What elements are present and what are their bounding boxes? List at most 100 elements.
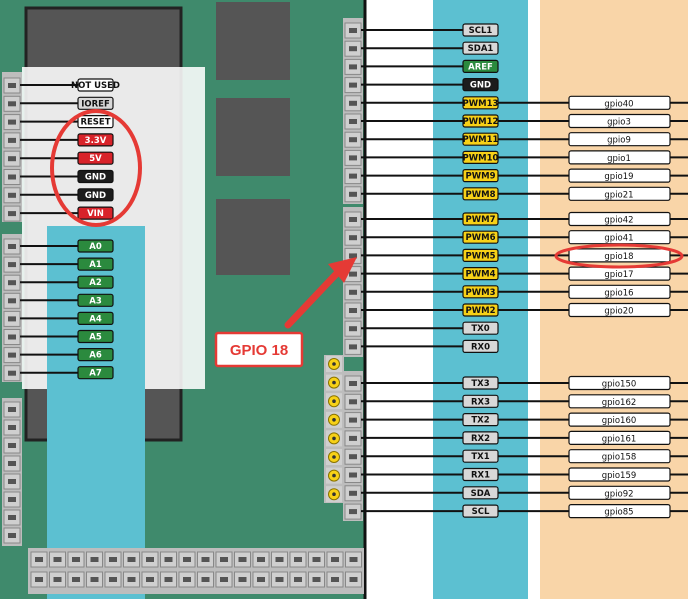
gpio-label: gpio85	[568, 504, 671, 519]
gpio-label: gpio160	[568, 412, 671, 427]
bottom-header-pin	[308, 551, 325, 568]
via-pad	[326, 411, 342, 428]
right-header-pin	[344, 338, 362, 355]
bottom-header-pin	[234, 571, 251, 588]
pin-hole	[349, 46, 357, 52]
pin-label-text: PWM3	[466, 288, 496, 298]
right-header-pin	[344, 113, 362, 130]
gpio-label: gpio21	[568, 186, 671, 201]
right-header-pin	[344, 186, 362, 203]
pin-label-box	[77, 169, 114, 184]
right-header-pin	[344, 149, 362, 166]
pin-hole	[349, 417, 357, 423]
pin-label-text: SCL1	[469, 26, 493, 36]
callout-box	[214, 331, 304, 368]
pin-hole	[72, 577, 80, 582]
gpio-label: gpio150	[568, 375, 671, 391]
gpio18-highlight-ellipse	[554, 243, 684, 269]
pin-label: TX1	[462, 449, 499, 463]
right-header-pin	[344, 375, 362, 392]
left-analog-pin	[3, 292, 21, 309]
pin-hole	[257, 577, 265, 582]
pin-hole	[238, 557, 247, 562]
column-white-2	[528, 0, 540, 599]
pin-label-text: PWM4	[466, 270, 496, 280]
pin-label-text: GND	[470, 81, 491, 91]
right-header-pin	[344, 229, 362, 246]
right-header-pin	[344, 393, 362, 410]
pin-label-box	[462, 59, 499, 74]
left-analog-pin	[3, 365, 21, 382]
pin-hole	[8, 156, 16, 162]
right-header-pin	[344, 320, 362, 337]
pin-label-text: PWM7	[466, 215, 496, 225]
pin-hole	[109, 557, 117, 562]
via-pad-hole	[332, 362, 336, 366]
gpio-label-text: gpio17	[604, 270, 633, 280]
pin-label: RX0	[462, 339, 499, 353]
bottom-header-pin	[234, 551, 251, 568]
pin-label-text: TX1	[471, 452, 489, 462]
via-pad-hole	[332, 436, 336, 441]
pin-label-text: A7	[89, 369, 102, 379]
right-header-pin	[344, 22, 362, 39]
pin-hole	[349, 253, 357, 259]
bottom-header-pin	[215, 571, 233, 588]
bottom-header-pin	[86, 551, 103, 568]
left-power-pin	[3, 150, 21, 167]
pin-label-text: GND	[85, 191, 106, 201]
pin-hole	[349, 509, 357, 515]
gpio-label-text: gpio21	[604, 190, 633, 200]
pin-hole	[8, 425, 16, 430]
pin-hole	[349, 119, 357, 124]
pin-hole	[8, 298, 16, 304]
pin-hole	[127, 557, 136, 562]
pin-hole	[8, 101, 16, 107]
via-pad	[326, 374, 342, 391]
left-power-pin	[3, 95, 21, 112]
pin-hole	[109, 577, 117, 582]
pin-hole	[8, 137, 16, 143]
pin-label-text: SDA	[471, 489, 491, 499]
pin-label: PWM11	[462, 132, 499, 146]
bottom-header-pin	[197, 551, 214, 568]
pin-label-box	[462, 41, 499, 55]
right-header-pin	[344, 168, 362, 185]
gpio-label-text: gpio3	[607, 118, 631, 128]
pin-label: VIN	[77, 206, 114, 220]
pin-hole	[349, 577, 358, 582]
pin-label: TX2	[462, 413, 499, 427]
pin-label-box	[77, 366, 114, 380]
pin-label: SCL1	[462, 23, 499, 37]
via-pad	[326, 486, 342, 503]
pin-label: PWM8	[462, 187, 499, 201]
pin-hole	[294, 557, 302, 562]
pin-hole	[349, 100, 357, 106]
right-header-pin	[344, 503, 362, 520]
via-pad	[326, 430, 342, 447]
pin-label-box	[77, 311, 114, 325]
pin-hole	[349, 173, 357, 179]
pin-hole	[8, 244, 16, 249]
pin-hole	[349, 155, 357, 161]
pin-hole	[349, 344, 357, 350]
pin-label: AREF	[462, 59, 499, 74]
pin-label-text: A4	[89, 314, 102, 324]
bottom-header-pin	[104, 551, 122, 568]
gpio18-callout: GPIO 18	[214, 331, 304, 368]
left-aux-pin	[3, 419, 21, 436]
pin-label-box	[77, 257, 114, 271]
gpio-label: gpio42	[568, 211, 671, 227]
pin-hole	[8, 174, 16, 180]
bottom-header-pin	[49, 551, 66, 568]
bottom-header-pin	[308, 571, 325, 588]
pin-label: A7	[77, 366, 114, 380]
pin-label-box	[77, 114, 114, 129]
left-power-pin	[3, 114, 21, 131]
via-pad	[326, 467, 342, 484]
bottom-header-pin	[289, 551, 307, 568]
pin-hole	[349, 271, 357, 277]
bottom-header-pin	[345, 571, 362, 588]
left-analog-pin	[3, 256, 21, 273]
bottom-header-pin	[326, 571, 344, 588]
